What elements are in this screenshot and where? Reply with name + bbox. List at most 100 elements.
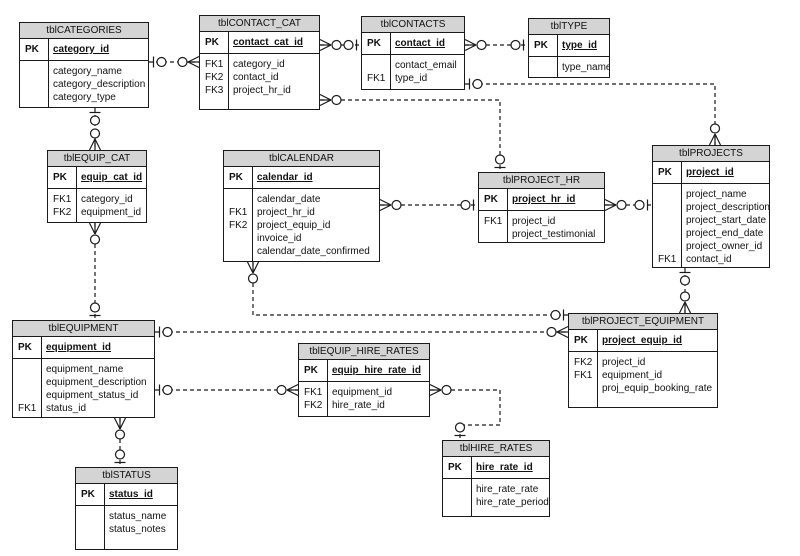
pk-field: status_id (109, 489, 153, 500)
field-name: project_hr_id (257, 207, 315, 218)
key-label: FK2 (205, 72, 224, 83)
pk-row: PK project_id (653, 162, 769, 184)
field-name: hire_rate_rate (476, 484, 539, 495)
key-label: PK (53, 172, 67, 183)
table-tblEQUIP_HIRE_RATES[interactable]: tblEQUIP_HIRE_RATES PK equip_hire_rate_i… (298, 343, 430, 417)
field-row: type_name (529, 61, 609, 74)
table-tblSTATUS[interactable]: tblSTATUS PK status_id status_name statu… (75, 467, 178, 550)
field-row: contact_email (362, 59, 464, 72)
table-title: tblCATEGORIES (20, 23, 148, 39)
key-label: FK1 (229, 207, 248, 218)
pk-row: PK status_id (76, 484, 177, 506)
column-divider (557, 34, 558, 77)
column-divider (252, 166, 253, 261)
pk-field: category_id (53, 44, 110, 55)
column-divider (327, 359, 328, 416)
table-tblCONTACTS[interactable]: tblCONTACTS PK contact_id contact_email … (361, 16, 465, 90)
field-row: hire_rate_period (443, 496, 549, 509)
table-title: tblCONTACTS (362, 17, 464, 33)
key-label: PK (448, 462, 462, 473)
key-label: FK1 (304, 387, 323, 398)
field-list: status_name status_notes (76, 506, 177, 538)
field-name: hire_rate_id (332, 400, 385, 411)
column-divider (390, 32, 391, 89)
field-name: project_description (686, 202, 769, 213)
column-divider (104, 483, 105, 549)
table-tblHIRE_RATES[interactable]: tblHIRE_RATES PK hire_rate_id hire_rate_… (442, 440, 550, 517)
key-label: PK (534, 40, 548, 51)
pk-field: equip_cat_id (81, 172, 143, 183)
field-name: equipment_id (81, 207, 142, 218)
pk-row: PK project_equip_id (569, 330, 717, 352)
pk-row: PK equipment_id (13, 337, 154, 359)
relationship-tblCONTACT_CAT--tblPROJECT_HR (319, 93, 506, 172)
table-title: tblEQUIPMENT (13, 321, 154, 337)
field-name: type_name (562, 62, 609, 73)
table-title: tblPROJECTS (653, 146, 769, 162)
field-row: status_name (76, 510, 177, 523)
field-row: project_name (653, 188, 769, 201)
table-title: tblCALENDAR (224, 151, 379, 167)
field-row: equipment_name (13, 363, 154, 376)
key-label: PK (25, 44, 39, 55)
pk-field: type_id (562, 40, 598, 51)
field-name: category_description (53, 79, 146, 90)
table-tblEQUIPMENT[interactable]: tblEQUIPMENT PK equipment_id equipment_n… (12, 320, 155, 418)
field-row: project_description (653, 201, 769, 214)
table-title: tblEQUIP_CAT (48, 151, 146, 167)
pk-field: project_equip_id (602, 335, 683, 346)
pk-row: PK hire_rate_id (443, 457, 549, 479)
key-label: FK2 (229, 220, 248, 231)
pk-field: equipment_id (46, 342, 112, 353)
table-title: tblEQUIP_HIRE_RATES (299, 344, 429, 360)
table-tblTYPE[interactable]: tblTYPE PK type_id type_name (528, 18, 610, 78)
field-list: type_name (529, 57, 609, 76)
column-divider (597, 329, 598, 407)
pk-row: PK category_id (20, 39, 148, 61)
field-name: equipment_status_id (46, 390, 139, 401)
key-label: FK1 (53, 194, 72, 205)
relationship-tblEQUIPMENT--tblEQUIP_HIRE_RATES (155, 383, 299, 397)
pk-row: PK project_hr_id (479, 189, 604, 211)
key-label: FK1 (574, 370, 593, 381)
field-name: calendar_date (257, 194, 321, 205)
field-name: equipment_name (46, 364, 124, 375)
field-row: project_start_date (653, 214, 769, 227)
pk-field: hire_rate_id (476, 462, 533, 473)
pk-field: project_id (686, 167, 734, 178)
field-name: type_id (395, 73, 428, 84)
table-tblCALENDAR[interactable]: tblCALENDAR PK calendar_id calendar_date… (223, 150, 380, 262)
field-name: project_hr_id (233, 85, 291, 96)
field-row: proj_equip_booking_rate (569, 382, 717, 395)
table-tblPROJECT_EQUIPMENT[interactable]: tblPROJECT_EQUIPMENT PK project_equip_id… (568, 313, 718, 408)
field-list: project_name project_description project… (653, 184, 769, 267)
column-divider (76, 166, 77, 222)
key-label: PK (81, 489, 95, 500)
field-name: proj_equip_booking_rate (602, 383, 713, 394)
field-row: project_testimonial (479, 228, 604, 241)
field-row: equipment_description (13, 376, 154, 389)
table-tblEQUIP_CAT[interactable]: tblEQUIP_CAT PK equip_cat_id FK1 category… (47, 150, 147, 223)
field-name: category_id (81, 194, 133, 205)
field-name: status_notes (109, 524, 166, 535)
field-name: status_id (46, 403, 87, 414)
relationship-tblEQUIP_CAT--tblEQUIPMENT (88, 222, 102, 320)
table-tblPROJECTS[interactable]: tblPROJECTS PK project_id project_name p… (652, 145, 770, 268)
column-divider (681, 161, 682, 267)
pk-row: PK contact_id (362, 33, 464, 55)
key-label: FK2 (574, 357, 593, 368)
key-label: FK2 (304, 400, 323, 411)
table-tblCATEGORIES[interactable]: tblCATEGORIES PK category_id category_na… (19, 22, 149, 108)
